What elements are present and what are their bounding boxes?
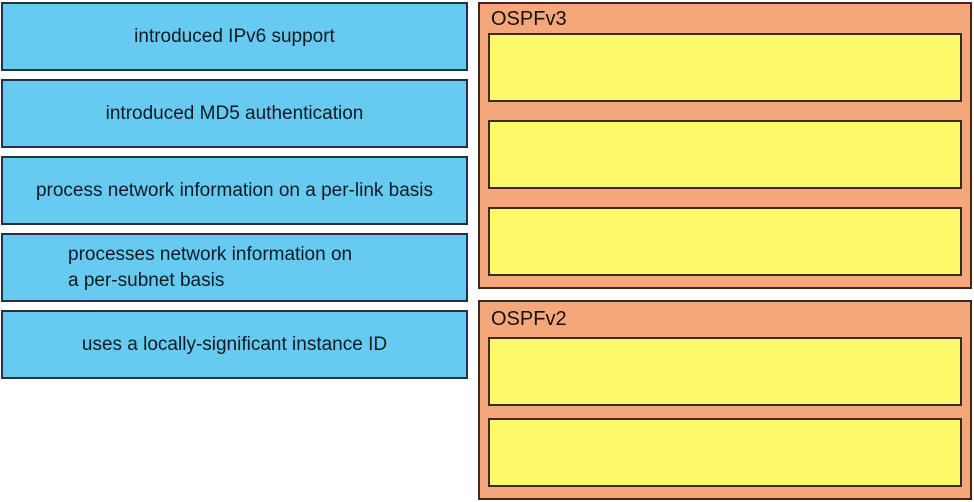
drop-slot-ospfv2-1[interactable] [488, 337, 962, 406]
drag-item-introduced-ipv6-support[interactable]: introduced IPv6 support [1, 2, 468, 71]
source-items-column: introduced IPv6 support introduced MD5 a… [1, 2, 468, 387]
drop-slot-ospfv2-2[interactable] [488, 418, 962, 487]
drag-item-introduced-md5-authentication[interactable]: introduced MD5 authentication [1, 79, 468, 148]
drop-group-ospfv3-title: OSPFv3 [491, 8, 567, 30]
drop-group-ospfv2: OSPFv2 [478, 300, 972, 500]
drop-slot-ospfv3-2[interactable] [488, 120, 962, 189]
drag-item-locally-significant-instance-id[interactable]: uses a locally-significant instance ID [1, 310, 468, 379]
drag-item-label: uses a locally-significant instance ID [81, 333, 388, 355]
drag-item-per-link-basis[interactable]: process network information on a per-lin… [1, 156, 468, 225]
drop-slot-ospfv3-3[interactable] [488, 207, 962, 276]
drop-slot-ospfv3-1[interactable] [488, 33, 962, 102]
drop-group-ospfv3: OSPFv3 [478, 2, 972, 289]
drag-item-label: process network information on a per-lin… [35, 179, 434, 201]
drag-item-per-subnet-basis[interactable]: processes network information on a per-s… [1, 233, 468, 302]
drag-item-label: processes network information on a per-s… [68, 243, 353, 291]
drag-item-label: introduced MD5 authentication [105, 102, 364, 124]
drop-group-ospfv2-title: OSPFv2 [491, 308, 567, 330]
drop-targets-column: OSPFv3 OSPFv2 [478, 2, 972, 500]
drag-item-label: introduced IPv6 support [134, 25, 335, 47]
